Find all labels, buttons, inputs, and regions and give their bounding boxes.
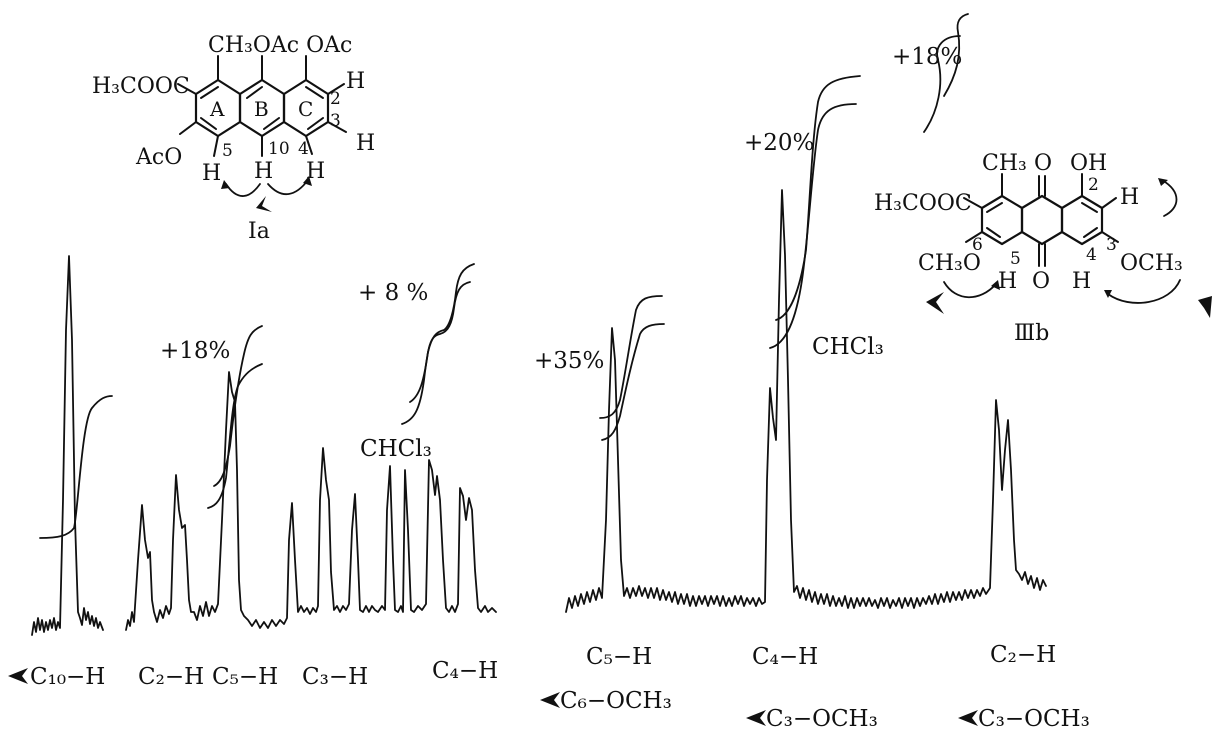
right-solvent-label: CHCl₃ (812, 334, 884, 360)
right-irradiation-label-c6-och3: C₆−OCH₃ (560, 688, 672, 714)
right-peak-label-c2: C₂−H (990, 642, 1056, 668)
iiib-ch3-top: CH₃ (982, 151, 1027, 176)
iiib-double-bonds (986, 202, 1098, 238)
ia-top-substituents: CH₃OAc OAc (208, 33, 352, 58)
iiib-irradiation-marker-right (1198, 296, 1212, 318)
iiib-compound-label: Ⅲb (1014, 321, 1049, 346)
left-peak-label-c3: C₃−H (302, 664, 368, 690)
ia-h3cooc: H₃COOC (92, 74, 190, 99)
iiib-ch3o: CH₃O (918, 251, 981, 276)
iiib-pos-4: 4 (1086, 245, 1097, 265)
iiib-h3cooc: H₃COOC (874, 191, 972, 216)
right-integral-c5-lower (601, 323, 665, 441)
ia-double-bonds (200, 86, 324, 130)
left-integral-label-8: + 8 % (358, 280, 428, 306)
ia-h3: H (356, 131, 375, 156)
ia-h10: H (254, 159, 273, 184)
left-integral-c2-upper (213, 325, 263, 487)
left-integral-c2-lower (207, 363, 263, 509)
ia-noe-arrows (221, 176, 312, 197)
right-integral-label-35: +35% (534, 348, 604, 374)
ia-pos-3: 3 (330, 111, 341, 131)
iiib-pos-3: 3 (1106, 235, 1117, 255)
ia-compound-label: Ia (248, 219, 270, 244)
iiib-pos-2: 2 (1088, 175, 1099, 195)
iiib-irradiation-marker-left (926, 292, 944, 314)
right-integral-label-18: +18% (892, 44, 962, 70)
iiib-middle-ring (1020, 194, 1064, 246)
ia-h2: H (346, 69, 365, 94)
iiib-h2: H (1120, 185, 1139, 210)
left-integral-curves (39, 263, 475, 539)
left-peak-label-c4: C₄−H (432, 658, 498, 684)
iiib-h4: H (1072, 269, 1091, 294)
iiib-h5: H (998, 269, 1017, 294)
left-integral-label-18: +18% (160, 338, 230, 364)
left-peak-label-c5: C₅−H (212, 664, 278, 690)
left-spectrum-trace (31, 255, 497, 636)
ia-ring-b-label: B (254, 97, 269, 121)
iiib-o-bottom: O (1032, 269, 1050, 294)
left-peak-label-c10: C₁₀−H (30, 664, 105, 690)
right-irradiation-marker-c6 (540, 692, 560, 708)
left-irradiation-marker (8, 668, 28, 684)
ia-pos-4: 4 (298, 139, 309, 159)
right-irradiation-marker-c3-b (958, 710, 978, 726)
ia-ring-c-label: C (298, 97, 313, 121)
iiib-oh: OH (1070, 151, 1107, 176)
right-integral-c2-lower (923, 35, 961, 133)
ia-pos-10: 10 (268, 139, 290, 159)
iiib-noe-arrows (943, 178, 1181, 304)
left-solvent-label: CHCl₃ (360, 436, 432, 462)
iiib-pos-6: 6 (972, 235, 983, 255)
ia-ring-a-label: A (209, 97, 225, 121)
right-irradiation-marker-c3-a (746, 710, 766, 726)
ia-substituent-bonds (177, 55, 347, 157)
iiib-och3: OCH₃ (1120, 251, 1183, 276)
right-peak-label-c5: C₅−H (586, 644, 652, 670)
ia-pos-2: 2 (330, 89, 341, 109)
right-integral-label-20: +20% (744, 130, 814, 156)
right-integral-c4-upper (775, 75, 861, 321)
ia-h4: H (306, 159, 325, 184)
iiib-pos-5: 5 (1010, 249, 1021, 269)
left-integral-c10 (39, 395, 113, 539)
right-integral-c2-upper (943, 13, 969, 97)
right-spectrum-trace (565, 189, 1047, 613)
iiib-o-top: O (1034, 151, 1052, 176)
ia-pos-5: 5 (222, 141, 233, 161)
left-peak-label-c2: C₂−H (138, 664, 204, 690)
right-integral-c5-upper (599, 295, 663, 419)
structure-ia: CH₃OAc OAc H₃COOC AcO A B C 2 H 3 H 4 H … (92, 33, 375, 244)
ia-h5: H (202, 161, 221, 186)
ia-aco: AcO (135, 145, 182, 170)
right-peak-label-c4: C₄−H (752, 644, 818, 670)
structure-iiib: CH₃ O OH H₃COOC CH₃O OCH₃ 2 H 3 4 H 5 H … (874, 151, 1212, 346)
iiib-substituent-bonds (963, 173, 1119, 267)
right-spectrum: +35% +20% +18% CHCl₃ C₅−H C₄−H C₂−H C₆−O… (534, 13, 1090, 729)
left-spectrum: +18% + 8 % CHCl₃ C₁₀−H C₂−H C₅−H C₃−H C₄… (8, 255, 498, 690)
right-integral-curves (599, 13, 969, 441)
ia-irradiation-marker (256, 196, 272, 212)
left-integral-c3-upper (409, 263, 475, 403)
right-irradiation-label-c3-och3-b: C₃−OCH₃ (978, 706, 1090, 729)
right-irradiation-label-c3-och3-a: C₃−OCH₃ (766, 706, 878, 729)
